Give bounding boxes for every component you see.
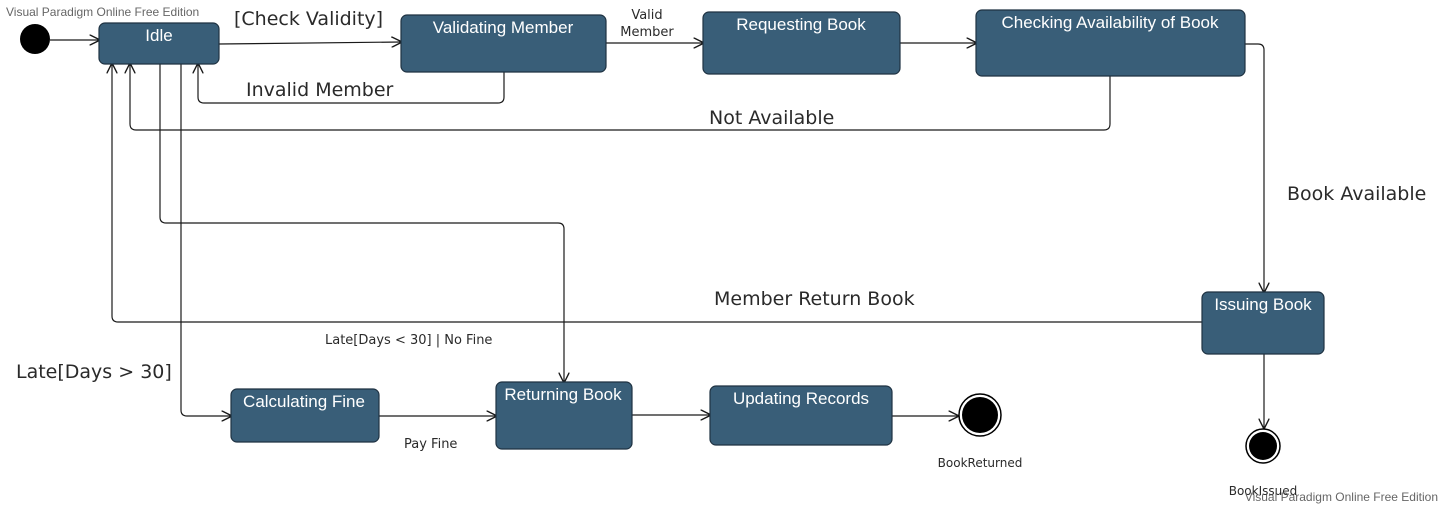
label-check-validity: [Check Validity] bbox=[234, 8, 383, 30]
label-book-available: Book Available bbox=[1287, 183, 1426, 205]
label-valid-member-line1: Valid bbox=[631, 8, 662, 23]
edge-not-available bbox=[130, 64, 1111, 131]
state-checking-availability[interactable]: Checking Availability of Book bbox=[975, 9, 1246, 77]
watermark-bottom-right: Visual Paradigm Online Free Edition bbox=[1245, 490, 1438, 504]
final-state-book-returned-label: BookReturned bbox=[938, 456, 1023, 470]
state-calculating-fine-label: Calculating Fine bbox=[243, 392, 365, 411]
state-checking-availability-label: Checking Availability of Book bbox=[1001, 13, 1219, 32]
state-requesting-book-label: Requesting Book bbox=[736, 15, 866, 34]
label-late-over-30: Late[Days > 30] bbox=[16, 361, 172, 383]
state-validating-member[interactable]: Validating Member bbox=[400, 14, 607, 73]
state-idle[interactable]: Idle bbox=[98, 22, 220, 65]
edge-idle-to-validating bbox=[218, 42, 401, 44]
state-requesting-book[interactable]: Requesting Book bbox=[702, 11, 901, 75]
label-not-available: Not Available bbox=[709, 107, 834, 129]
edge-member-return-book bbox=[112, 64, 1202, 323]
watermark-top-left: Visual Paradigm Online Free Edition bbox=[6, 5, 199, 19]
edge-book-available bbox=[1245, 43, 1264, 292]
edge-late-over-30 bbox=[180, 64, 231, 416]
edge-invalid-member bbox=[198, 64, 505, 104]
state-returning-book[interactable]: Returning Book bbox=[495, 381, 633, 450]
initial-state bbox=[20, 24, 50, 54]
label-no-fine: Late[Days < 30] | No Fine bbox=[325, 333, 492, 348]
edge-no-fine bbox=[159, 64, 564, 382]
state-calculating-fine[interactable]: Calculating Fine bbox=[230, 388, 380, 443]
state-validating-member-label: Validating Member bbox=[433, 18, 574, 37]
label-invalid-member: Invalid Member bbox=[246, 79, 394, 101]
state-updating-records-label: Updating Records bbox=[733, 389, 869, 408]
state-issuing-book-label: Issuing Book bbox=[1214, 295, 1312, 314]
final-state-book-issued-label: BookIssued bbox=[1229, 484, 1298, 498]
final-state-book-issued bbox=[1245, 428, 1281, 464]
state-returning-book-label: Returning Book bbox=[504, 385, 622, 404]
label-pay-fine: Pay Fine bbox=[404, 437, 457, 452]
state-idle-label: Idle bbox=[145, 26, 172, 45]
label-member-return-book: Member Return Book bbox=[714, 288, 915, 310]
label-valid-member-line2: Member bbox=[620, 25, 674, 40]
state-updating-records[interactable]: Updating Records bbox=[709, 385, 893, 446]
state-issuing-book[interactable]: Issuing Book bbox=[1201, 291, 1325, 355]
final-state-book-returned bbox=[958, 393, 1002, 437]
